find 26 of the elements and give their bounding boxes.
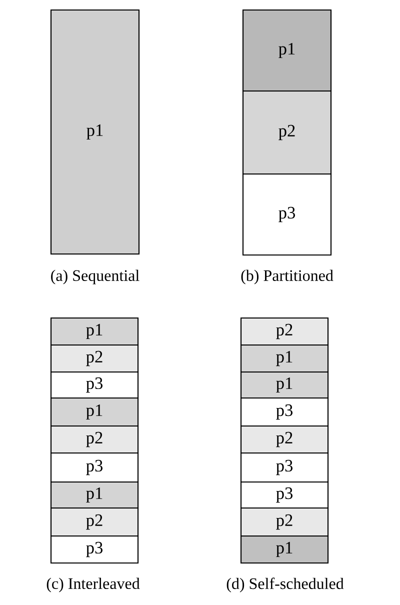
segment-box: p1 — [50, 397, 139, 427]
segment-box: p3 — [240, 452, 329, 483]
segment-box: p2 — [50, 344, 139, 373]
segment-box: p2 — [240, 425, 329, 454]
segment-box: p1 — [240, 371, 329, 399]
segment-box: p1 — [50, 481, 139, 509]
segment-box: p1 — [50, 9, 140, 255]
segment-box: p3 — [242, 173, 332, 256]
segment-box: p1 — [242, 9, 332, 92]
segment-box: p1 — [240, 344, 329, 373]
segment-box: p1 — [240, 535, 329, 564]
caption: (d) Self-scheduled — [226, 578, 344, 592]
segment-box: p3 — [240, 397, 329, 427]
caption: (c) Interleaved — [46, 578, 140, 592]
segment-box: p3 — [50, 452, 139, 483]
caption: (a) Sequential — [51, 270, 140, 284]
segment-box: p3 — [50, 535, 139, 564]
segment-box: p3 — [50, 371, 139, 399]
segment-box: p2 — [240, 317, 329, 346]
segment-box: p2 — [50, 507, 139, 537]
segment-box: p3 — [240, 481, 329, 509]
segment-box: p1 — [50, 317, 139, 346]
caption: (b) Partitioned — [241, 270, 334, 284]
segment-box: p2 — [242, 90, 332, 175]
segment-box: p2 — [240, 507, 329, 537]
segment-box: p2 — [50, 425, 139, 454]
